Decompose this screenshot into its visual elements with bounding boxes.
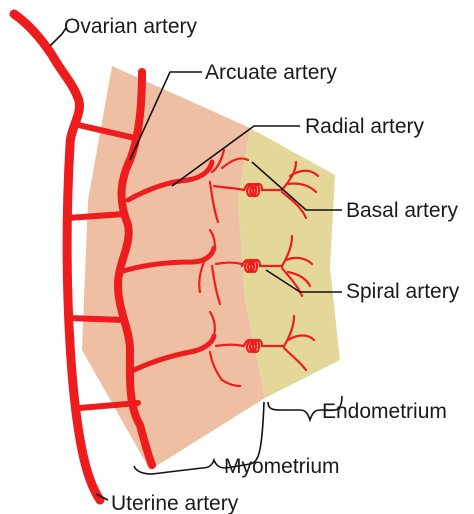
arcuate-artery-label: Arcuate artery [205, 61, 337, 84]
spiral-artery-label: Spiral artery [346, 280, 460, 303]
radial-artery-label: Radial artery [305, 115, 425, 138]
myometrium-region [82, 66, 265, 470]
basal-artery-label: Basal artery [346, 199, 459, 222]
myometrium-label: Myometrium [224, 455, 340, 478]
ovarian-artery-label: Ovarian artery [64, 15, 198, 38]
anastomosis-branch [68, 318, 124, 320]
uterine-artery-label: Uterine artery [111, 492, 239, 514]
anastomosis-branch [68, 214, 124, 218]
endometrium-label: Endometrium [322, 400, 447, 423]
